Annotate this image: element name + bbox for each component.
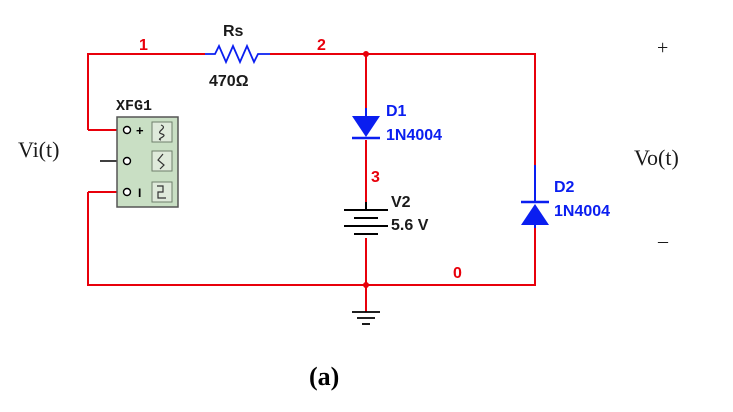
diode-d1-name: D1: [386, 103, 407, 120]
resistor-zigzag: [205, 43, 270, 65]
output-plus-sign: +: [657, 37, 668, 59]
diode-d2-model: 1N4004: [554, 203, 610, 220]
input-voltage-label: Vi(t): [18, 137, 59, 162]
junction-dot-node2: [363, 51, 369, 57]
resistor-rs[interactable]: [205, 43, 270, 65]
battery-name: V2: [391, 194, 411, 211]
junction-dot-node0: [363, 282, 369, 288]
generator-minus-sign: I: [138, 186, 141, 200]
resistor-value: 470Ω: [209, 73, 249, 90]
output-voltage-label: Vo(t): [634, 145, 679, 170]
node-label-0: 0: [453, 265, 462, 282]
wire-node-1: [87, 53, 205, 130]
wire-node-0: [87, 192, 536, 286]
output-minus-sign: –: [657, 230, 669, 252]
diode-d1[interactable]: [352, 108, 380, 140]
ground-icon: [352, 311, 380, 325]
generator-terminal-common[interactable]: [122, 156, 132, 166]
sine-wave-icon: [158, 124, 165, 141]
generator-terminal-plus[interactable]: [122, 125, 132, 135]
square-wave-icon: [157, 185, 166, 199]
generator-plus-sign: +: [136, 123, 144, 138]
generator-terminal-minus[interactable]: [122, 187, 132, 197]
diode-d2-name: D2: [554, 179, 575, 196]
diode-d1-triangle: [352, 116, 380, 137]
battery-v2[interactable]: [344, 202, 388, 235]
function-generator-xfg1[interactable]: + I: [116, 116, 179, 208]
battery-value: 5.6 V: [391, 217, 429, 234]
wire-node-2: [270, 53, 536, 165]
triangle-wave-icon: [157, 153, 165, 170]
wires: [87, 53, 536, 312]
resistor-name: Rs: [223, 23, 244, 40]
node-label-2: 2: [317, 37, 326, 54]
node-label-3: 3: [371, 169, 380, 186]
diode-d2[interactable]: [521, 165, 549, 228]
diode-d2-triangle: [521, 204, 549, 225]
node-label-1: 1: [139, 37, 148, 54]
generator-name: XFG1: [116, 98, 152, 115]
figure-caption: (a): [309, 362, 339, 391]
diode-d1-model: 1N4004: [386, 127, 442, 144]
